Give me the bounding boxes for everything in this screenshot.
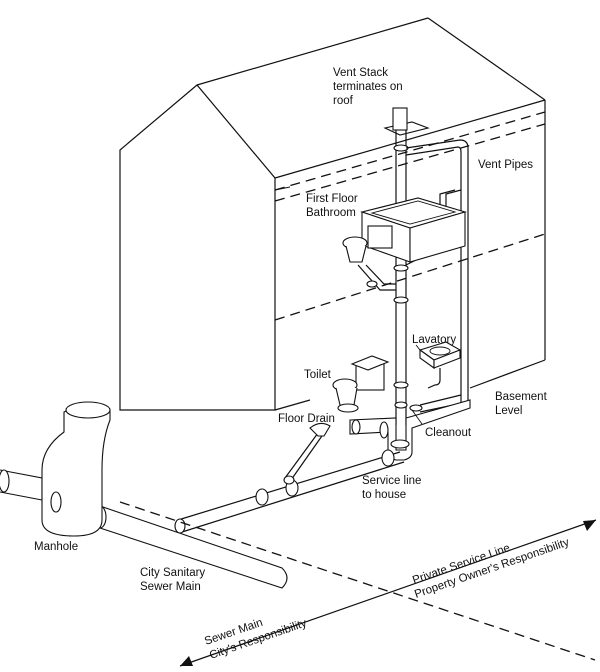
service-line — [174, 449, 405, 534]
basement-label-1: Basement — [495, 391, 548, 403]
first-floor-drain — [357, 264, 396, 291]
service-line-label-1: Service line — [362, 475, 421, 487]
floor-drain — [283, 422, 331, 485]
sewer-main-label-1: City Sanitary — [140, 567, 205, 579]
first-floor-label-2: Bathroom — [306, 207, 356, 219]
first-floor-label-1: First Floor — [306, 193, 358, 205]
service-line-label-2: to house — [362, 489, 406, 501]
manhole — [41, 401, 111, 537]
first-floor-toilet — [342, 225, 393, 263]
vent-stack-label-2: terminates on — [333, 81, 403, 93]
floor-drain-label: Floor Drain — [278, 413, 335, 425]
toilet-label: Toilet — [304, 369, 332, 381]
lavatory-label: Lavatory — [412, 334, 456, 346]
cleanout-label: Cleanout — [425, 427, 472, 439]
cleanout-leader — [411, 409, 423, 425]
basement-toilet — [332, 355, 390, 413]
sewer-main-label-2: Sewer Main — [140, 581, 201, 593]
vent-pipes-label: Vent Pipes — [478, 159, 533, 171]
basement-label-2: Level — [495, 405, 523, 417]
cleanout-fitting — [394, 401, 423, 412]
labels: Vent Stack terminates on roof Vent Pipes… — [34, 67, 571, 662]
lavatory-leader — [415, 344, 421, 351]
bathtub — [360, 197, 467, 263]
manhole-label: Manhole — [34, 541, 78, 553]
lavatory — [418, 341, 462, 389]
vent-stack-label-3: roof — [333, 95, 354, 107]
vent-stack — [383, 107, 430, 425]
vent-pipes — [405, 139, 469, 413]
building-drain — [349, 399, 471, 461]
vent-stack-label-1: Vent Stack — [333, 67, 388, 79]
house-outline — [119, 17, 546, 411]
floor-lines — [274, 111, 546, 321]
property-divider — [119, 501, 597, 667]
